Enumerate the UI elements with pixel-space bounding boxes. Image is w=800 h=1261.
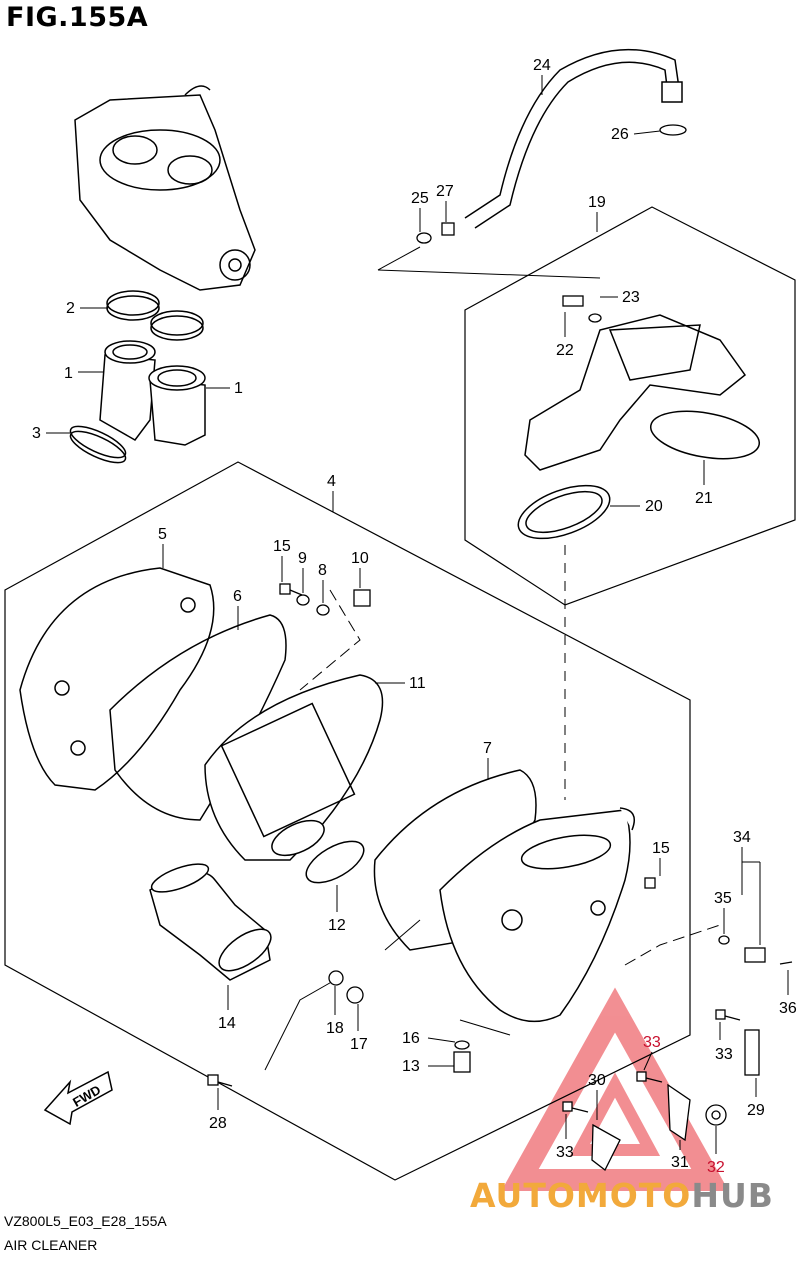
callout-15: 15	[273, 538, 291, 555]
callout-31: 31	[671, 1154, 689, 1171]
callout-13: 13	[402, 1058, 420, 1075]
callout-35: 35	[714, 890, 732, 907]
callout-24: 24	[533, 57, 551, 74]
callout-5: 5	[158, 526, 167, 543]
fasteners	[207, 583, 793, 1171]
watermark-text: AUTOMOTOHUB	[470, 1176, 774, 1215]
main-assembly-outline	[4, 461, 691, 1181]
callout-12: 12	[328, 917, 346, 934]
callout-22: 22	[556, 342, 574, 359]
callout-27: 27	[436, 183, 454, 200]
callout-11: 11	[409, 675, 426, 692]
callout-15: 15	[652, 840, 670, 857]
fwd-arrow: FWD	[43, 1070, 113, 1126]
callout-2: 2	[66, 300, 75, 317]
cover-seal	[109, 614, 287, 821]
callout-14: 14	[218, 1015, 236, 1032]
outlet-duct	[524, 314, 747, 471]
model-code: VZ800L5_E03_E28_155A	[4, 1213, 167, 1229]
callout-33: 33	[715, 1046, 733, 1063]
o-ring	[69, 425, 127, 464]
callout-34: 34	[733, 829, 751, 846]
callout-1: 1	[234, 380, 243, 397]
figure-title: FIG.155A	[6, 2, 149, 33]
callout-labels: 1 1 2 3 4 5 6 7 8 9 10 11 12 13 14 15 15…	[32, 57, 797, 1176]
callout-29: 29	[747, 1102, 765, 1119]
section-title: AIR CLEANER	[4, 1237, 98, 1253]
callout-33: 33	[643, 1034, 661, 1051]
callout-28: 28	[209, 1115, 227, 1132]
callout-36: 36	[779, 1000, 797, 1017]
callout-4: 4	[327, 473, 336, 490]
intake-pipes	[99, 340, 206, 446]
callout-25: 25	[411, 190, 429, 207]
gasket	[517, 410, 761, 540]
callout-3: 3	[32, 425, 41, 442]
callout-8: 8	[318, 562, 327, 579]
callout-7: 7	[483, 740, 492, 757]
intake-duct	[149, 863, 272, 981]
watermark-part2: HUB	[691, 1176, 774, 1215]
filter-element	[204, 674, 384, 861]
breather-hose	[464, 48, 683, 229]
throttle-body	[74, 85, 256, 291]
watermark-part1: AUTOMOTO	[470, 1176, 692, 1215]
case-seal	[373, 769, 537, 951]
callout-16: 16	[402, 1030, 420, 1047]
air-cleaner-cover	[19, 567, 215, 791]
hose-clip	[416, 124, 687, 323]
air-cleaner-case	[439, 807, 635, 1023]
outlet-assembly-outline	[464, 206, 796, 606]
callout-26: 26	[611, 126, 629, 143]
callout-18: 18	[326, 1020, 344, 1037]
callout-9: 9	[298, 550, 307, 567]
callout-1: 1	[64, 365, 73, 382]
callout-19: 19	[588, 194, 606, 211]
callout-6: 6	[233, 588, 242, 605]
element-gasket	[305, 840, 365, 884]
callout-33: 33	[556, 1144, 574, 1161]
callout-10: 10	[351, 550, 369, 567]
callout-17: 17	[350, 1036, 368, 1053]
callout-21: 21	[695, 490, 713, 507]
callout-20: 20	[645, 498, 663, 515]
callout-30: 30	[588, 1072, 606, 1089]
callout-23: 23	[622, 289, 640, 306]
callout-32: 32	[707, 1159, 725, 1176]
hose-clamp	[106, 290, 204, 341]
